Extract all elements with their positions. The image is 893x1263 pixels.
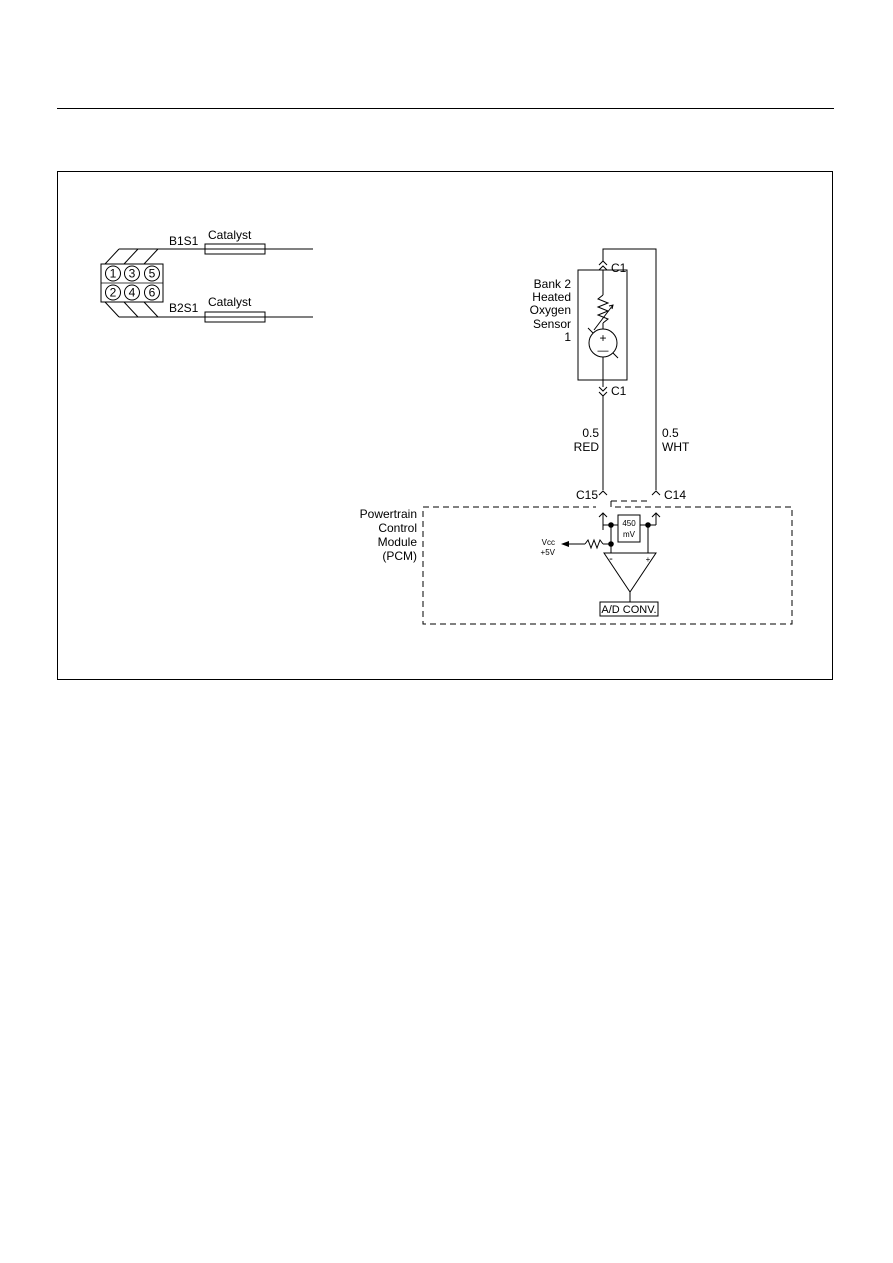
cylinder-circle	[124, 265, 140, 282]
junction-dot	[645, 522, 651, 528]
wiring-diagram: 1 3 5 2 4 6 B1S1 Catalyst B2S1 Catalyst	[100, 228, 793, 625]
red-wire-gauge: 0.5	[582, 426, 599, 440]
sensor-name-line: Sensor	[533, 317, 571, 331]
connector-c1-bottom-label: C1	[611, 384, 627, 398]
bank1-catalyst-label: Catalyst	[208, 228, 252, 242]
reference-voltage-box	[617, 514, 641, 543]
connector-c1-top-label: C1	[611, 261, 627, 275]
vcc-label: Vcc	[542, 538, 555, 547]
cylinder-number: 1	[110, 267, 117, 281]
header-rule	[57, 108, 834, 109]
heater-resistor-icon	[596, 294, 610, 324]
pcm-module: Powertrain Control Module (PCM) 450 mV V…	[360, 500, 793, 625]
bank1-exhaust-manifold	[104, 248, 204, 265]
sensor-plus-symbol: +	[599, 331, 606, 345]
comparator-icon	[603, 552, 657, 593]
bank1-sensor-label: B1S1	[169, 234, 199, 248]
sensor-circuit: C1 + — Bank 2 Heated Oxygen Sensor 1 C1 …	[530, 248, 690, 502]
connector-c1-bottom-icon	[598, 391, 608, 397]
bank2-exhaust-manifold	[104, 301, 204, 318]
pcm-name-line: Module	[378, 535, 418, 549]
connector-c1-top-icon	[598, 260, 608, 266]
engine-schematic: 1 3 5 2 4 6 B1S1 Catalyst B2S1 Catalyst	[100, 228, 313, 323]
cylinder-number: 5	[149, 267, 156, 281]
cylinder-circle	[105, 265, 121, 282]
pin-c15-label: C15	[576, 488, 598, 502]
connector-c1-bottom-icon	[598, 386, 608, 392]
cylinder-circle	[144, 265, 160, 282]
bank1-catalyst	[204, 243, 266, 255]
sensor-name-line: 1	[564, 330, 571, 344]
ad-converter-label: A/D CONV.	[601, 604, 656, 616]
sensor-name-line: Heated	[532, 290, 571, 304]
cylinder-number: 2	[110, 286, 117, 300]
cylinder-circle	[124, 284, 140, 301]
pcm-name-line: Control	[378, 521, 417, 535]
sensor-name-line: Oxygen	[530, 303, 571, 317]
red-wire-color: RED	[574, 440, 600, 454]
pin-c15-icon	[598, 490, 608, 496]
wiring-diagram-frame: 1 3 5 2 4 6 B1S1 Catalyst B2S1 Catalyst	[57, 171, 833, 680]
pin-c14-icon	[651, 490, 661, 496]
connector-c1-top-icon	[598, 265, 608, 271]
cylinder-number: 4	[129, 286, 136, 300]
vcc-value: +5V	[541, 548, 556, 557]
reference-voltage-value: 450	[622, 519, 636, 528]
comparator-minus-symbol: -	[609, 553, 613, 565]
junction-dot	[608, 522, 614, 528]
sensor-minus-symbol: —	[598, 345, 609, 357]
sensor-name-line: Bank 2	[534, 277, 572, 291]
pcm-boundary	[422, 501, 793, 625]
comparator-plus-symbol: +	[646, 555, 651, 564]
reference-voltage-unit: mV	[623, 530, 636, 539]
bank2-catalyst-label: Catalyst	[208, 295, 252, 309]
cylinder-number: 3	[129, 267, 136, 281]
pcm-name-line: Powertrain	[360, 507, 417, 521]
bank2-sensor-label: B2S1	[169, 301, 199, 315]
cylinder-circle	[144, 284, 160, 301]
wht-wire-color: WHT	[662, 440, 690, 454]
wht-signal-wire	[602, 248, 657, 490]
pullup-resistor-icon	[584, 538, 604, 550]
pin-c14-label: C14	[664, 488, 686, 502]
cylinder-number: 6	[149, 286, 156, 300]
ad-converter-box	[599, 601, 659, 617]
pcm-name-line: (PCM)	[382, 549, 417, 563]
bank2-catalyst	[204, 311, 266, 323]
variable-arrow-icon	[593, 304, 614, 331]
cylinder-circle	[105, 284, 121, 301]
wht-wire-gauge: 0.5	[662, 426, 679, 440]
